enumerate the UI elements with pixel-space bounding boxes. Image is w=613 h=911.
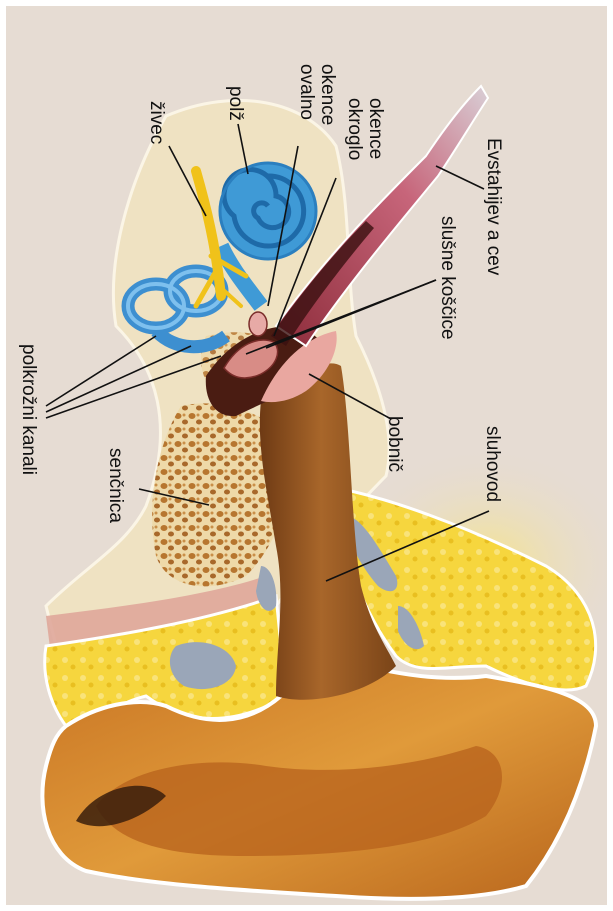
- label-ovalno-line2: okence: [317, 64, 338, 125]
- label-polz: polž: [225, 86, 246, 121]
- label-sencnica: senčnica: [105, 448, 126, 523]
- label-sluhovod: sluhovod: [482, 426, 503, 502]
- label-slusne-koscice: slušne koščice: [437, 216, 458, 340]
- diagram-frame: polž živec ovalno okence okroglo okence …: [6, 6, 607, 905]
- oval-window: [249, 312, 267, 336]
- leader-evstahijeva: [436, 166, 484, 189]
- label-okroglo-line1: okroglo: [344, 98, 365, 160]
- label-bobnic: bobnič: [384, 416, 405, 472]
- leader-polkrozni-1: [46, 336, 156, 406]
- label-okroglo-line2: okence: [365, 98, 386, 159]
- label-evstahijeva-cev: Evstahijev a cev: [483, 138, 504, 276]
- label-ovalno-line1: ovalno: [296, 64, 317, 120]
- label-polkrozni-kanali: polkrožni kanali: [18, 344, 39, 475]
- label-zivec: živec: [146, 101, 167, 144]
- ear-anatomy-diagram: polž živec ovalno okence okroglo okence …: [6, 6, 607, 905]
